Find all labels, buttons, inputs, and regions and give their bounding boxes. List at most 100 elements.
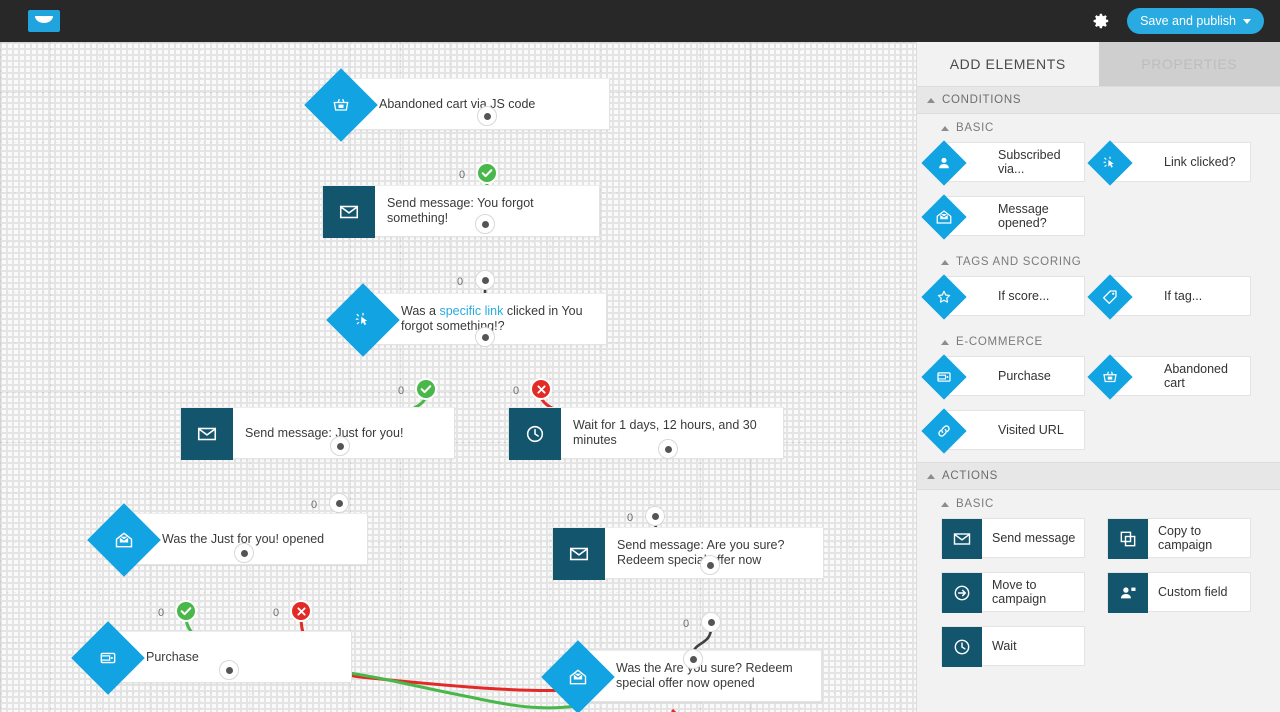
workflow-node-label: Send message: Just for you! bbox=[245, 425, 404, 440]
workflow-node-n1[interactable]: Abandoned cart via JS code bbox=[304, 68, 610, 142]
envelope-icon bbox=[181, 408, 233, 460]
panel-section-label: ACTIONS bbox=[942, 470, 999, 482]
branch-count-label: 0 bbox=[683, 618, 690, 630]
panel-item-send-message[interactable]: Send message bbox=[941, 518, 1085, 559]
workflow-node-label: Was the Just for you! opened bbox=[162, 531, 325, 546]
workflow-node-n5[interactable]: Wait for 1 days, 12 hours, and 30 minute… bbox=[508, 407, 784, 460]
tab-add-elements[interactable]: ADD ELEMENTS bbox=[917, 42, 1099, 86]
no-branch-badge[interactable] bbox=[530, 378, 552, 400]
triangle-up-icon bbox=[927, 97, 935, 103]
tab-add-elements-label: ADD ELEMENTS bbox=[949, 56, 1066, 72]
panel-group-label: BASIC bbox=[956, 122, 995, 134]
spacer bbox=[917, 236, 1280, 248]
workflow-node-n2[interactable]: Send message: You forgot something! bbox=[322, 185, 600, 238]
yes-branch-badge[interactable] bbox=[415, 378, 437, 400]
open-envelope-icon bbox=[921, 194, 967, 240]
panel-item-custom-field[interactable]: Custom field bbox=[1107, 572, 1251, 613]
node-output-port[interactable] bbox=[475, 270, 495, 290]
tag-icon bbox=[1087, 274, 1133, 320]
clock-icon bbox=[942, 627, 982, 667]
panel-item-subscribed-via[interactable]: Subscribed via... bbox=[921, 140, 1085, 186]
triangle-up-icon bbox=[941, 339, 949, 345]
node-input-port[interactable] bbox=[330, 436, 350, 456]
copy-icon bbox=[1108, 519, 1148, 559]
branch-count-label: 0 bbox=[627, 512, 634, 524]
panel-group-e-commerce[interactable]: E-COMMERCE bbox=[917, 328, 1280, 356]
panel-item-if-score[interactable]: If score... bbox=[921, 274, 1085, 320]
workflow-node-label: Send message: Are you sure? Redeem speci… bbox=[617, 538, 785, 567]
right-panel: ADD ELEMENTS PROPERTIES CONDITIONS BASIC S… bbox=[916, 42, 1280, 712]
envelope-icon bbox=[553, 528, 605, 580]
workflow-node-label: Was the Are you sure? Redeem special off… bbox=[616, 661, 793, 690]
branch-count-label: 0 bbox=[459, 169, 466, 181]
panel-item-if-tag[interactable]: If tag... bbox=[1087, 274, 1251, 320]
branch-count-label: 0 bbox=[311, 499, 318, 511]
save-and-publish-label: Save and publish bbox=[1140, 14, 1236, 28]
open-envelope-icon bbox=[541, 640, 615, 712]
panel-group-tags-and-scoring[interactable]: TAGS AND SCORING bbox=[917, 248, 1280, 276]
workflow-node-n7[interactable]: Send message: Are you sure? Redeem speci… bbox=[552, 527, 824, 580]
panel-item-copy-to-campaign[interactable]: Copy to campaign bbox=[1107, 518, 1251, 559]
save-and-publish-button[interactable]: Save and publish bbox=[1127, 8, 1264, 34]
panel-item-link-clicked[interactable]: Link clicked? bbox=[1087, 140, 1251, 186]
workflow-node-label: Abandoned cart via JS code bbox=[379, 96, 536, 111]
no-branch-badge[interactable] bbox=[290, 600, 312, 622]
node-output-port[interactable] bbox=[329, 493, 349, 513]
panel-group-basic[interactable]: BASIC bbox=[917, 490, 1280, 518]
panel-item-grid: Subscribed via... Link clicked?Message op… bbox=[917, 140, 1280, 240]
node-output-port[interactable] bbox=[701, 612, 721, 632]
panel-item-label: Send message bbox=[992, 531, 1076, 545]
tab-properties[interactable]: PROPERTIES bbox=[1098, 42, 1280, 86]
gear-icon[interactable] bbox=[1089, 9, 1113, 33]
yes-branch-badge[interactable] bbox=[175, 600, 197, 622]
spacer bbox=[917, 316, 1280, 328]
panel-item-grid: If score... If tag... bbox=[917, 274, 1280, 320]
panel-group-label: E-COMMERCE bbox=[956, 336, 1043, 348]
link-icon bbox=[921, 408, 967, 454]
node-input-port[interactable] bbox=[219, 660, 239, 680]
panel-item-label: Purchase bbox=[998, 369, 1051, 383]
panel-section-conditions[interactable]: CONDITIONS bbox=[917, 86, 1280, 114]
triangle-up-icon bbox=[941, 501, 949, 507]
panel-group-basic[interactable]: BASIC bbox=[917, 114, 1280, 142]
workflow-node-label: Send message: You forgot something! bbox=[387, 196, 534, 225]
person-icon bbox=[921, 140, 967, 186]
panel-item-move-to-campaign[interactable]: Move to campaign bbox=[941, 572, 1085, 613]
panel-item-label: Custom field bbox=[1158, 585, 1228, 599]
panel-item-purchase[interactable]: Purchase bbox=[921, 354, 1085, 400]
envelope-logo-icon[interactable] bbox=[28, 10, 60, 32]
node-input-port[interactable] bbox=[475, 327, 495, 347]
panel-item-abandoned-cart[interactable]: Abandoned cart bbox=[1087, 354, 1251, 400]
workflow-node-label: Purchase bbox=[146, 649, 199, 664]
node-input-port[interactable] bbox=[700, 555, 720, 575]
panel-body: CONDITIONS BASIC Subscribed via... Link cli… bbox=[917, 86, 1280, 678]
panel-section-actions[interactable]: ACTIONS bbox=[917, 462, 1280, 490]
panel-item-label: Copy to campaign bbox=[1158, 524, 1213, 552]
node-input-port[interactable] bbox=[475, 214, 495, 234]
node-output-port[interactable] bbox=[645, 506, 665, 526]
wallet-icon bbox=[71, 621, 145, 695]
node-input-port[interactable] bbox=[477, 106, 497, 126]
workflow-node-n4[interactable]: Send message: Just for you! bbox=[180, 407, 455, 460]
specific-link[interactable]: specific link bbox=[439, 304, 504, 318]
tab-properties-label: PROPERTIES bbox=[1141, 56, 1238, 72]
panel-item-message-opened[interactable]: Message opened? bbox=[921, 194, 1085, 240]
chevron-down-icon bbox=[1243, 18, 1251, 24]
star-icon bbox=[921, 274, 967, 320]
node-input-port[interactable] bbox=[658, 439, 678, 459]
workflow-edges bbox=[184, 178, 713, 712]
yes-branch-badge[interactable] bbox=[476, 162, 498, 184]
triangle-up-icon bbox=[927, 473, 935, 479]
spacer bbox=[917, 666, 1280, 678]
panel-item-label: Subscribed via... bbox=[998, 148, 1061, 176]
panel-item-label: If score... bbox=[998, 289, 1050, 303]
triangle-up-icon bbox=[941, 125, 949, 131]
branch-count-label: 0 bbox=[398, 385, 405, 397]
node-input-port[interactable] bbox=[683, 649, 703, 669]
panel-item-wait[interactable]: Wait bbox=[941, 626, 1085, 667]
panel-group-label: BASIC bbox=[956, 498, 995, 510]
panel-item-visited-url[interactable]: Visited URL bbox=[921, 408, 1085, 454]
node-input-port[interactable] bbox=[234, 543, 254, 563]
